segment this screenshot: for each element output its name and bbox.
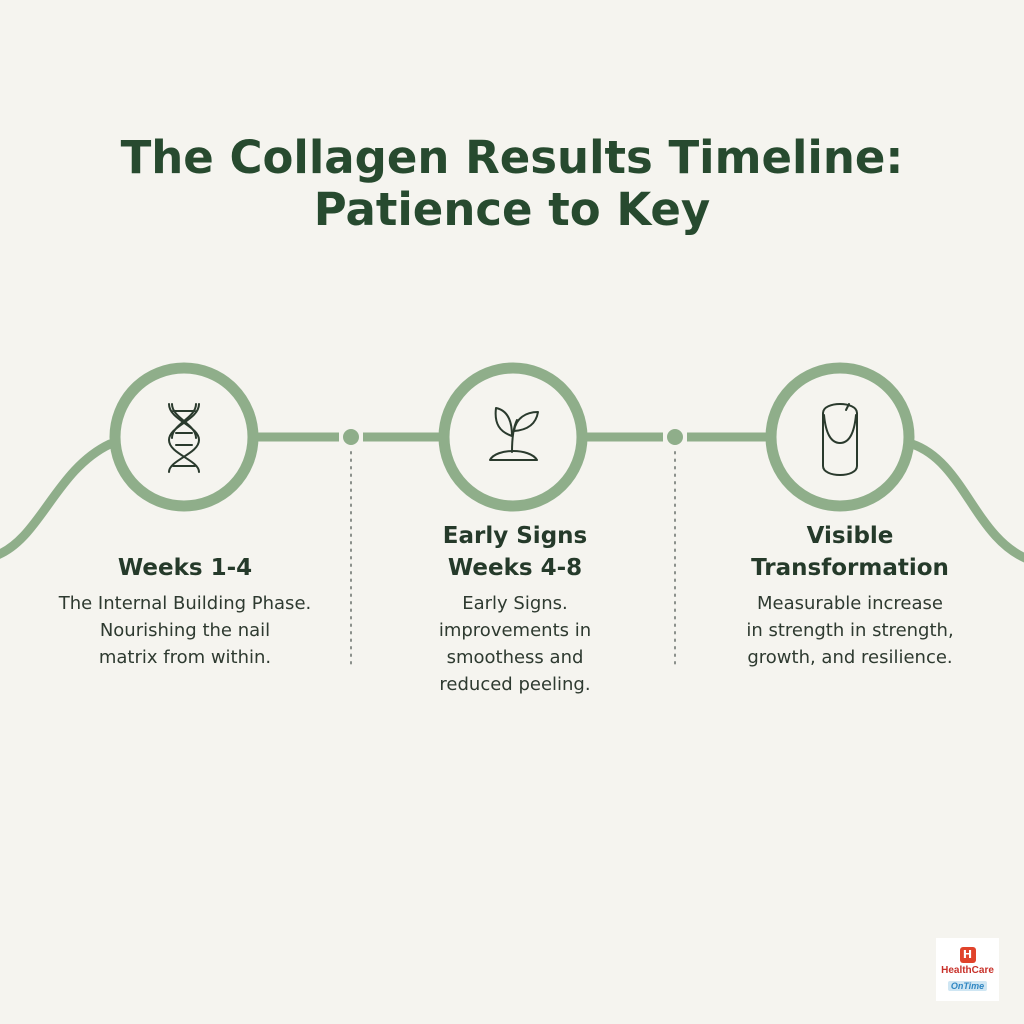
- stage-description-line: matrix from within.: [98, 647, 272, 668]
- stage-description: The Internal Building Phase. Nourishing …: [30, 590, 340, 671]
- stage-heading-line: Visible: [806, 523, 894, 549]
- stage-description-line: improvements in: [438, 620, 592, 641]
- stage-description-line: in strength in strength,: [746, 620, 954, 641]
- stage-circle-3: [765, 362, 915, 512]
- stage-heading-line: Weeks 1-4: [117, 555, 253, 581]
- stage-heading: Early Signs Weeks 4-8: [390, 520, 640, 584]
- stage-description-line: Nourishing the nail: [99, 620, 271, 641]
- stage-heading-line: Transformation: [751, 555, 949, 581]
- logo-sub-text: OnTime: [947, 981, 988, 991]
- stage-heading: Weeks 1-4: [30, 552, 340, 584]
- milestone-dot-1: [341, 427, 361, 447]
- sprout-icon: [489, 407, 539, 461]
- fingernail-icon: [822, 403, 858, 476]
- logo-brand-text: HealthCare: [941, 965, 994, 976]
- title-line-2: Patience to Key: [313, 183, 711, 236]
- stage-circle-1: [109, 362, 259, 512]
- stage-description-line: smoothess and: [446, 647, 584, 668]
- stage-weeks-4-8: Early Signs Weeks 4-8 Early Signs. impro…: [390, 520, 640, 698]
- stage-description: Measurable increase in strength in stren…: [710, 590, 990, 671]
- timeline-curve-right: [907, 439, 1024, 563]
- healthcare-ontime-logo: H HealthCare OnTime: [936, 938, 999, 1001]
- hospital-h-icon: H: [959, 947, 976, 963]
- stage-description-line: growth, and resilience.: [747, 647, 953, 668]
- stage-weeks-1-4: Weeks 1-4 The Internal Building Phase. N…: [30, 552, 340, 671]
- dna-icon: [167, 403, 201, 473]
- stage-description: Early Signs. improvements in smoothess a…: [390, 590, 640, 698]
- stage-visible-transformation: Visible Transformation Measurable increa…: [710, 520, 990, 671]
- stage-heading-line: Weeks 4-8: [447, 555, 583, 581]
- stage-heading: Visible Transformation: [710, 520, 990, 584]
- stage-description-line: The Internal Building Phase.: [58, 593, 312, 614]
- stage-description-line: Early Signs.: [462, 593, 568, 614]
- stage-description-line: reduced peeling.: [439, 674, 591, 695]
- timeline-curve-left: [0, 439, 115, 559]
- milestone-dot-2: [665, 427, 685, 447]
- stage-heading-line: Early Signs: [442, 523, 588, 549]
- stage-description-line: Measurable increase: [757, 593, 943, 614]
- page-title: The Collagen Results Timeline: Patience …: [0, 132, 1024, 236]
- title-line-1: The Collagen Results Timeline:: [120, 131, 904, 184]
